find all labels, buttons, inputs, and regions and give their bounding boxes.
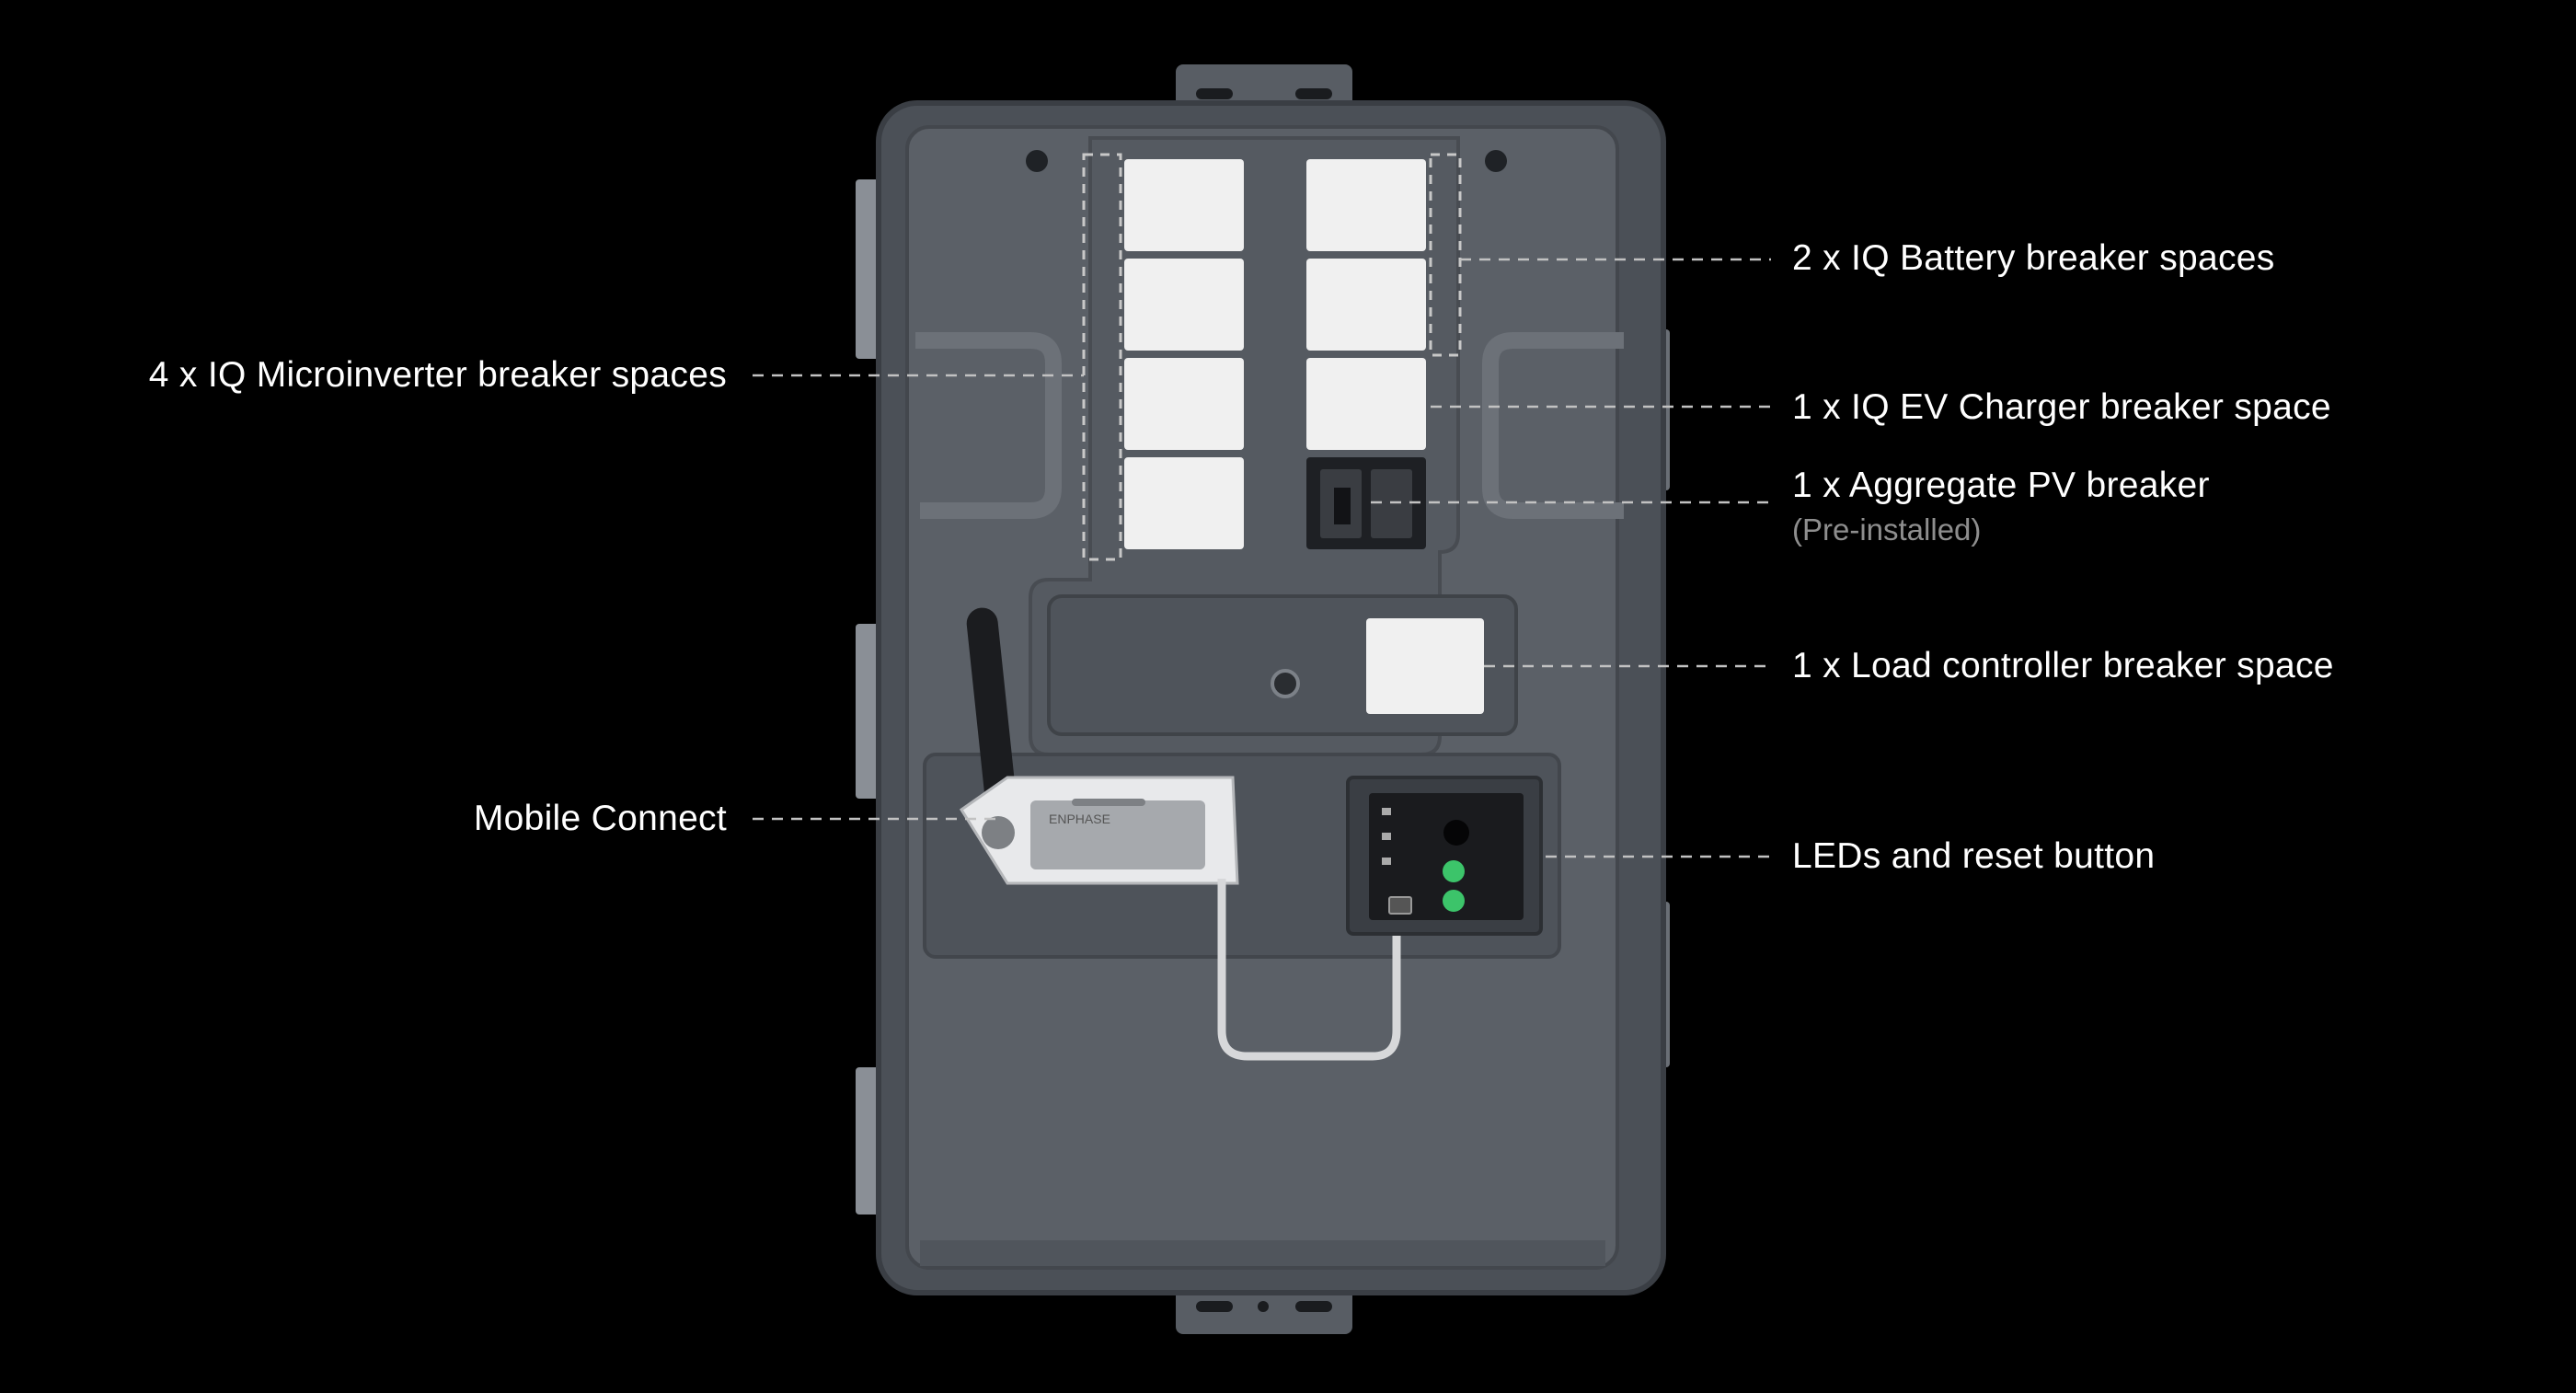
- breaker-space: [1124, 358, 1244, 450]
- callout-leds: LEDs and reset button: [1792, 836, 2156, 876]
- breaker-space: [1306, 259, 1426, 351]
- breaker-space: [1306, 159, 1426, 251]
- callout-pv-breaker: 1 x Aggregate PV breaker: [1792, 466, 2210, 505]
- aggregate-pv-breaker: [1306, 457, 1426, 549]
- callout-leader-lines: [753, 258, 1771, 858]
- callout-pv-breaker-note: (Pre-installed): [1792, 512, 1982, 547]
- breaker-space: [1124, 457, 1244, 549]
- hinge-left: [856, 179, 880, 1215]
- callout-mobile-connect: Mobile Connect: [473, 799, 727, 838]
- reset-button-icon: [1443, 890, 1465, 912]
- handle-left: [915, 332, 1062, 519]
- enclosure-bottom-ledge: [920, 1240, 1605, 1266]
- load-controller-breaker-space: [1366, 618, 1484, 714]
- ev-charger-breaker-space: [1306, 358, 1426, 450]
- usb-cable: [1217, 879, 1401, 1061]
- led-indicator-icon: [1443, 860, 1465, 882]
- battery-breaker-spaces: [1306, 159, 1426, 351]
- callout-load-controller: 1 x Load controller breaker space: [1792, 646, 2334, 685]
- mount-hole-right: [1485, 150, 1507, 172]
- handle-right: [1482, 332, 1624, 519]
- callout-battery: 2 x IQ Battery breaker spaces: [1792, 238, 2275, 278]
- mobile-connect-modem: ENPHASE: [959, 776, 1239, 885]
- breaker-space: [1124, 159, 1244, 251]
- plate-screw: [1271, 669, 1300, 698]
- modem-brand-text: ENPHASE: [1049, 812, 1110, 826]
- led-reset-module: [1346, 776, 1543, 936]
- mount-hole-left: [1026, 150, 1048, 172]
- breaker-space: [1124, 259, 1244, 351]
- microinverter-breaker-spaces: [1124, 159, 1244, 549]
- callout-ev-charger: 1 x IQ EV Charger breaker space: [1792, 387, 2331, 427]
- callout-microinverter: 4 x IQ Microinverter breaker spaces: [148, 355, 727, 395]
